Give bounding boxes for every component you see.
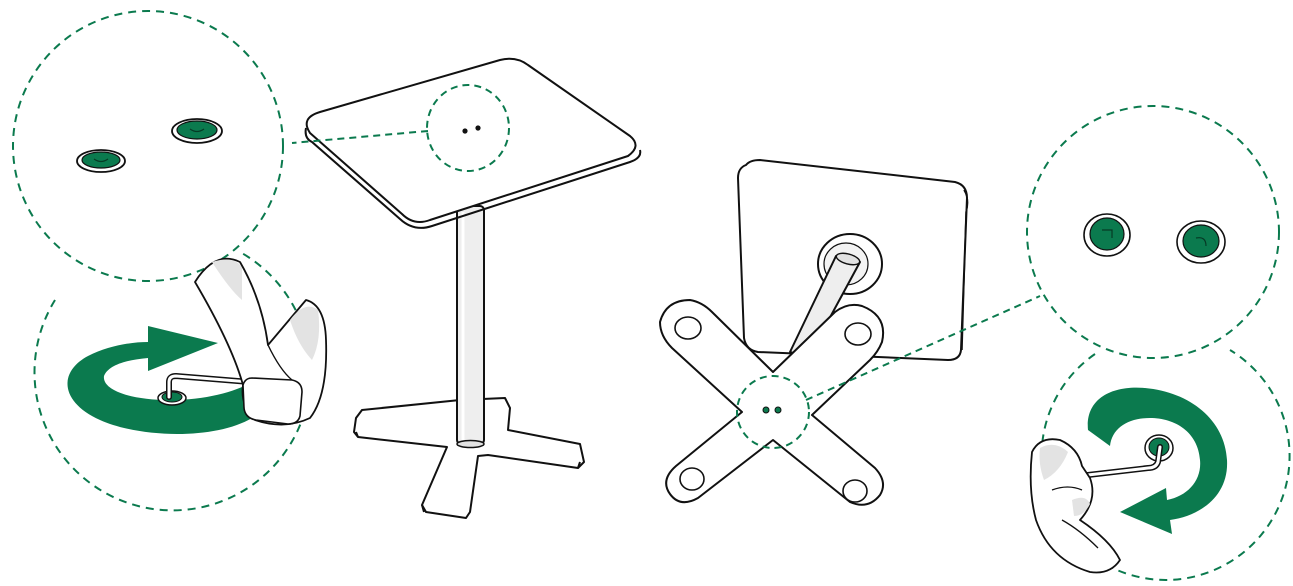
base-foot xyxy=(843,480,867,502)
screw-icon xyxy=(172,119,222,143)
detail-circle-tightening-left xyxy=(35,252,327,510)
base-foot xyxy=(680,468,704,490)
screw-hole xyxy=(775,407,781,413)
screw-hole xyxy=(763,407,769,413)
screw-icon xyxy=(1084,214,1130,256)
base-foot xyxy=(675,317,701,339)
inverted-table xyxy=(660,160,1040,505)
detail-circle-screws-left xyxy=(13,11,283,281)
table-top xyxy=(306,59,641,228)
upright-table xyxy=(292,59,640,518)
hand-illustration xyxy=(1031,439,1120,572)
base-foot xyxy=(845,323,871,345)
screw-hole xyxy=(462,128,467,133)
screw-icon xyxy=(77,150,125,172)
detail-circle-loosening-right xyxy=(1031,350,1290,580)
screw-hole xyxy=(475,125,480,130)
screw-icon xyxy=(1177,221,1225,263)
table-pole xyxy=(457,206,484,448)
detail-circle-screws-right xyxy=(1027,106,1279,358)
